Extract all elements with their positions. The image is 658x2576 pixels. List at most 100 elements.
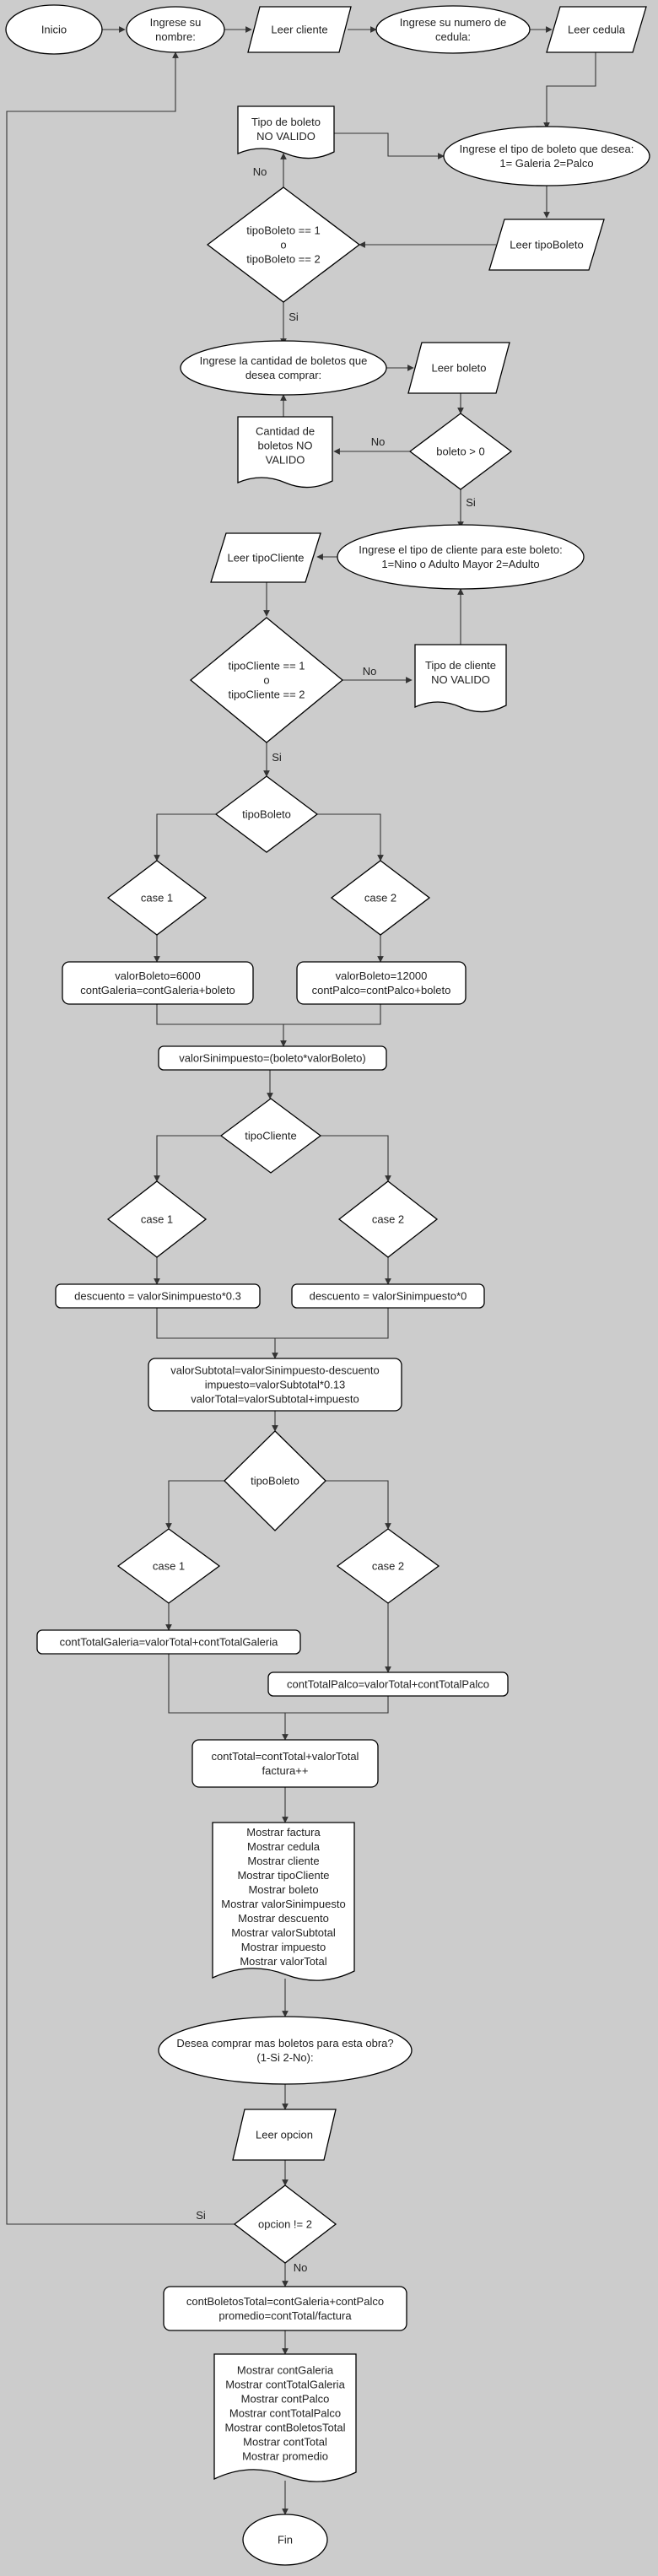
node-text-line: Tipo de cliente [425,659,496,672]
node-text-line: Mostrar contTotal [243,2436,327,2449]
switch-tipo-boleto-1 [214,775,319,853]
node-text-line: o [280,239,286,251]
node-text-line: Leer opcion [256,2129,313,2141]
node-text-line: VALIDO [266,454,305,467]
case-2-tipo-boleto-2 [336,1528,440,1604]
text-case2-c: case 2 [372,1560,404,1573]
process-valor-galeria [62,961,254,1005]
node-text-line: Mostrar cliente [247,1855,319,1867]
node-text-line: Leer boleto [431,362,486,375]
text-leer-opcion: Leer opcion [256,2129,313,2141]
text-descuento-2: descuento = valorSinimpuesto*0 [310,1290,467,1303]
node-text-line: valorBoleto=12000 [336,969,428,982]
node-text-line: Leer tipoBoleto [510,239,583,251]
node-text-line: NO VALIDO [431,673,490,686]
case-1-tipo-cliente [106,1180,208,1258]
text-descuento-1: descuento = valorSinimpuesto*0.3 [74,1290,241,1303]
edge-totgaleria-conttotal [168,1654,289,1741]
text-case2-b: case 2 [372,1213,404,1226]
text-leer-tipo-cliente: Leer tipoCliente [227,552,304,564]
node-text-line: tipoCliente == 1 [228,660,305,672]
node-text-line: tipoBoleto == 2 [246,253,320,266]
node-text-line: factura++ [262,1764,309,1777]
text-cond-opcion: opcion != 2 [258,2218,312,2231]
edge-palco-sinimpuesto [283,1004,381,1025]
text-fin: Fin [278,2534,293,2546]
node-text-line: Leer cedula [568,24,626,36]
case-1-tipo-boleto-2 [116,1528,221,1604]
label-no-opcion: No [294,2261,308,2274]
decision-tipo-boleto [206,186,361,303]
input-leer-tipo-cliente [210,532,321,583]
end-terminal [242,2514,328,2566]
label-no-tipo-boleto: No [253,165,267,178]
node-text-line: Mostrar contPalco [241,2393,330,2406]
text-leer-cedula: Leer cedula [568,24,626,36]
node-text-line: Tipo de boleto [251,116,321,128]
node-text-line: contBoletosTotal=contGaleria+contPalco [186,2295,384,2308]
node-text-line: desea comprar: [245,369,321,381]
node-text-line: Mostrar impuesto [241,1941,326,1953]
node-text-line: valorTotal=valorSubtotal+impuesto [191,1393,359,1406]
edge-desc1-subtotal [156,1308,278,1359]
node-text-line: boletos NO [257,440,312,452]
node-text-line: valorSinimpuesto=(boleto*valorBoleto) [179,1052,365,1065]
input-leer-opcion [232,2109,337,2161]
text-switch-tipo-cliente: tipoCliente [245,1130,296,1142]
prompt-cantidad [180,340,387,396]
node-text-line: Ingrese su numero de [400,16,506,29]
text-desea-comprar: Desea comprar mas boletos para esta obra… [176,2037,393,2064]
edge-leercedula-tipoboleto [543,52,596,129]
decision-tipo-cliente [189,617,344,743]
node-text-line: case 1 [141,1213,173,1226]
node-text-line: Leer cliente [271,24,327,36]
text-leer-boleto: Leer boleto [431,362,486,375]
input-leer-cedula [546,6,647,53]
node-text-line: Mostrar valorSinimpuesto [221,1898,345,1910]
doc-tipo-boleto-no-valido [237,105,335,159]
node-text-line: (1-Si 2-No): [256,2051,313,2064]
node-text-line: Mostrar promedio [242,2450,328,2463]
doc-mostrar-factura [212,1822,355,1981]
node-text-line: opcion != 2 [258,2218,312,2231]
node-text-line: Cantidad de [256,425,315,438]
node-text-line: tipoBoleto [242,808,291,821]
node-text-line: promedio=contTotal/factura [218,2309,352,2322]
prompt-tipo-boleto [443,126,650,186]
edge-switch2-case2 [321,1135,391,1182]
node-text-line: tipoCliente == 2 [228,689,305,701]
node-text-line: contTotal=contTotal+valorTotal [212,1750,359,1763]
process-cont-boletos-total [163,2286,407,2331]
node-text-line: Mostrar cedula [247,1840,321,1853]
text-cont-total-palco: contTotalPalco=valorTotal+contTotalPalco [287,1678,489,1691]
process-subtotal [148,1358,402,1412]
flowchart-edges [6,26,596,2515]
input-leer-boleto [407,342,510,394]
node-text-line: Mostrar descuento [238,1912,329,1925]
node-text-line: case 1 [153,1560,185,1573]
start-terminal [5,4,103,55]
node-text-line: Leer tipoCliente [227,552,304,564]
text-cantidad-no-valido: Cantidad de boletos NO VALIDO [256,425,315,467]
text-leer-tipo-boleto: Leer tipoBoleto [510,239,583,251]
node-text-line: contTotalPalco=valorTotal+contTotalPalco [287,1678,489,1691]
edge-switch1-case1 [154,813,216,861]
node-text-line: 1=Nino o Adulto Mayor 2=Adulto [381,558,539,570]
input-leer-cliente [247,6,352,53]
edge-switch3-case2 [324,1480,391,1530]
text-ingrese-tipo-boleto: Ingrese el tipo de boleto que desea:1= G… [460,143,634,170]
node-text-line: boleto > 0 [436,446,484,458]
text-switch-tipo-boleto-2: tipoBoleto [251,1475,299,1488]
node-text-line: Mostrar contBoletosTotal [224,2422,345,2434]
node-text-line: contTotalGaleria=valorTotal+contTotalGal… [60,1636,278,1649]
